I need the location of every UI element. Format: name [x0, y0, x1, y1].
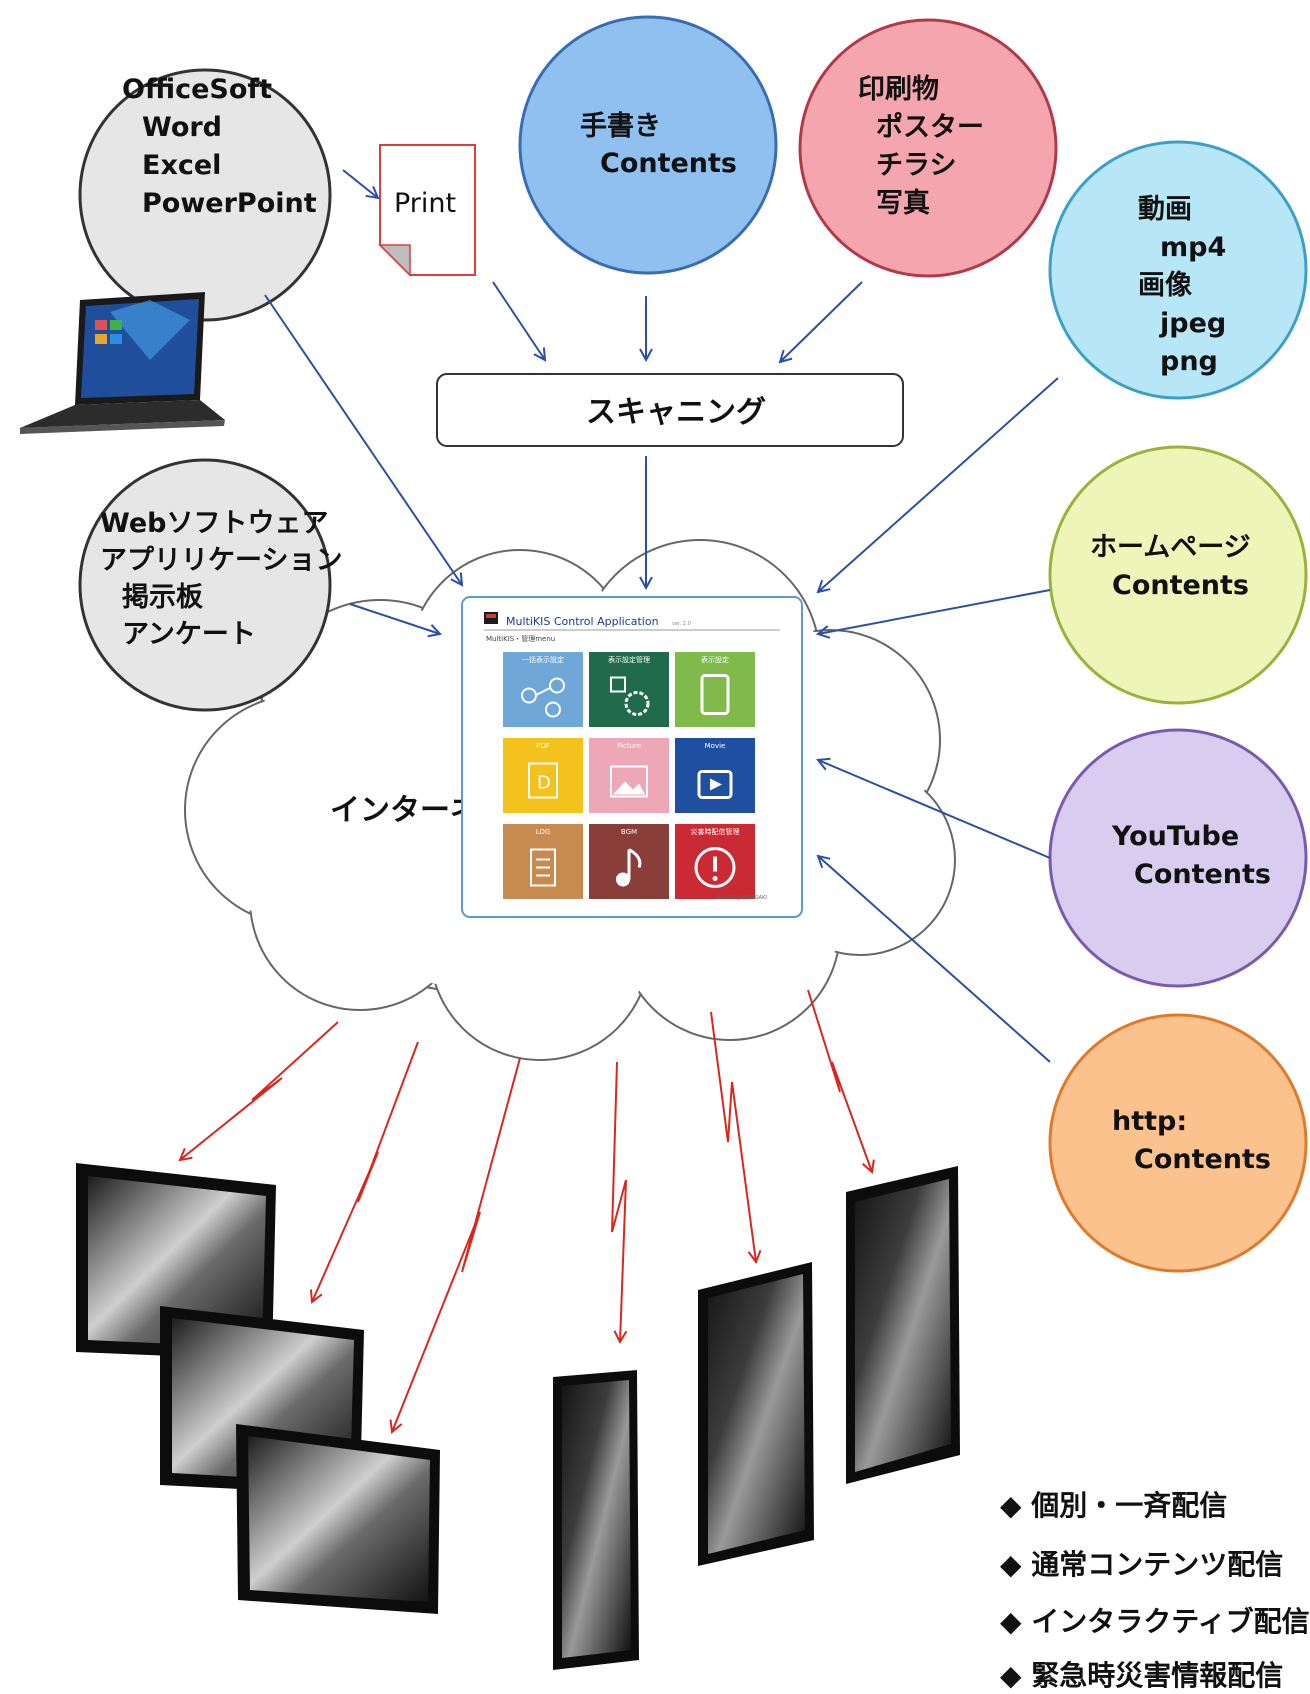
app-tile[interactable]: LOG [503, 824, 583, 899]
print-media-line-1: 印刷物 [858, 74, 939, 105]
app-tile-label: Movie [705, 742, 726, 750]
app-tile-label: PDF [536, 742, 550, 750]
print-doc-label: Print [394, 188, 456, 219]
input-arrows [264, 169, 1059, 1063]
http-line-1: http: [1112, 1106, 1187, 1137]
source-http: http: Contents [1048, 1013, 1308, 1273]
handwriting-line-2: Contents [600, 148, 737, 179]
homepage-circle [1048, 445, 1308, 705]
laptop-image [20, 292, 225, 434]
source-web-apps: Webソフトウェア アプリリケーション 掲示板 アンケート [78, 458, 342, 712]
handwriting-circle [518, 15, 778, 275]
print-media-circle [798, 18, 1058, 278]
app-tile[interactable]: BGM [589, 824, 669, 899]
video-image-line-3: 画像 [1138, 270, 1192, 301]
print-media-line-4: 写真 [876, 188, 930, 219]
video-image-circle [1048, 140, 1308, 400]
svg-text:D: D [537, 773, 551, 794]
tablet-icon [700, 674, 730, 715]
app-tile[interactable]: 表示設定 [675, 652, 755, 727]
output-arrows [180, 989, 872, 1432]
scanning-box: スキャニング [436, 373, 904, 447]
http-line-2: Contents [1134, 1144, 1271, 1175]
tv-icon [697, 770, 733, 799]
office-circle [78, 68, 332, 322]
app-title: MultiKIS Control Application [506, 615, 659, 628]
print-media-line-2: ポスター [876, 112, 984, 143]
feature-item: ◆ インタラクティブ配信 [1000, 1605, 1310, 1638]
video-image-line-5: png [1160, 346, 1218, 377]
scanning-label: スキャニング [586, 395, 766, 430]
display-right-3 [846, 1166, 960, 1484]
display-left-3 [236, 1424, 440, 1614]
source-homepage: ホームページ Contents [1048, 445, 1308, 705]
youtube-line-2: Contents [1134, 859, 1271, 890]
app-tile-label: BGM [621, 828, 637, 836]
office-line-1: OfficeSoft [122, 74, 272, 105]
app-tile[interactable]: Picture [589, 738, 669, 813]
display-right-1 [553, 1370, 639, 1670]
app-tile-label: Picture [617, 742, 641, 750]
source-print-media: 印刷物 ポスター チラシ 写真 [798, 18, 1058, 278]
web-apps-line-1: Webソフトウェア [100, 508, 328, 539]
network-icon [521, 677, 565, 718]
source-youtube: YouTube Contents [1048, 728, 1308, 988]
office-line-4: PowerPoint [142, 188, 317, 219]
app-footer: MultiKIS@NISHIGAKI [716, 895, 767, 901]
homepage-line-2: Contents [1112, 570, 1249, 601]
settings-check-icon [610, 676, 650, 716]
app-tile-label: 表示設定 [701, 655, 729, 664]
youtube-line-1: YouTube [1111, 821, 1239, 852]
app-window: MultiKIS Control Application ver. 2.0 Mu… [461, 596, 803, 918]
picture-icon [610, 765, 648, 798]
app-tile-label: 災害時配信管理 [691, 827, 740, 836]
http-circle [1048, 1013, 1308, 1273]
web-apps-circle [78, 458, 332, 712]
office-line-2: Word [142, 112, 222, 143]
app-tile[interactable]: 表示設定管理 [589, 652, 669, 727]
app-tile-label: 一括表示設定 [522, 655, 564, 664]
office-line-3: Excel [142, 150, 221, 181]
homepage-line-1: ホームページ [1090, 532, 1251, 563]
display-right-2 [698, 1262, 814, 1566]
print-media-line-3: チラシ [876, 150, 956, 181]
source-video-image: 動画 mp4 画像 jpeg png [1048, 140, 1308, 400]
app-tile[interactable]: 一括表示設定 [503, 652, 583, 727]
document-icon: D [528, 762, 558, 799]
web-apps-line-3: 掲示板 [122, 582, 203, 613]
app-tile-label: LOG [536, 828, 551, 836]
video-image-line-1: 動画 [1138, 194, 1192, 225]
app-menu-label: MultiKIS・管理menu [486, 634, 555, 643]
feature-item: ◆ 通常コンテンツ配信 [1000, 1548, 1284, 1581]
youtube-circle [1048, 728, 1308, 988]
app-version: ver. 2.0 [672, 621, 691, 627]
video-image-line-2: mp4 [1160, 232, 1226, 263]
app-tile[interactable]: PDF D [503, 738, 583, 813]
handwriting-line-1: 手書き [580, 111, 661, 142]
web-apps-line-4: アンケート [122, 619, 256, 650]
app-tile[interactable]: 災害時配信管理 [675, 824, 755, 899]
alert-icon [694, 847, 736, 888]
app-tile[interactable]: Movie [675, 738, 755, 813]
log-icon [530, 848, 556, 887]
feature-item: ◆ 個別・一斉配信 [1000, 1489, 1228, 1522]
display-left-1 [76, 1163, 276, 1360]
print-document: Print [378, 144, 476, 277]
web-apps-line-2: アプリリケーション [100, 545, 342, 576]
feature-item: ◆ 緊急時災害情報配信 [1000, 1659, 1284, 1692]
music-icon [616, 848, 642, 887]
app-tile-label: 表示設定管理 [608, 655, 650, 664]
source-handwriting: 手書き Contents [518, 15, 778, 275]
video-image-line-4: jpeg [1159, 308, 1226, 339]
source-office: OfficeSoft Word Excel PowerPoint [78, 68, 332, 322]
